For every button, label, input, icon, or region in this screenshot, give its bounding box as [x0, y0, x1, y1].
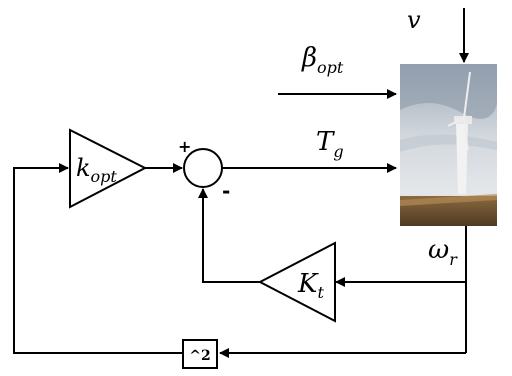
kt-to-sum-arrow: [203, 189, 260, 282]
square-to-kopt-arrow: [14, 168, 183, 353]
turbine-nacelle: [454, 116, 472, 124]
square-label: ^2: [189, 348, 210, 364]
plus-sign: +: [178, 137, 191, 156]
rotor-speed-label: ωr: [428, 235, 458, 269]
minus-sign: -: [222, 179, 230, 203]
torque-label: Tg: [316, 127, 344, 161]
pitch-opt-label: βopt: [301, 43, 344, 77]
wind-speed-label: v: [407, 6, 421, 34]
wind-turbine-image: [400, 64, 497, 226]
